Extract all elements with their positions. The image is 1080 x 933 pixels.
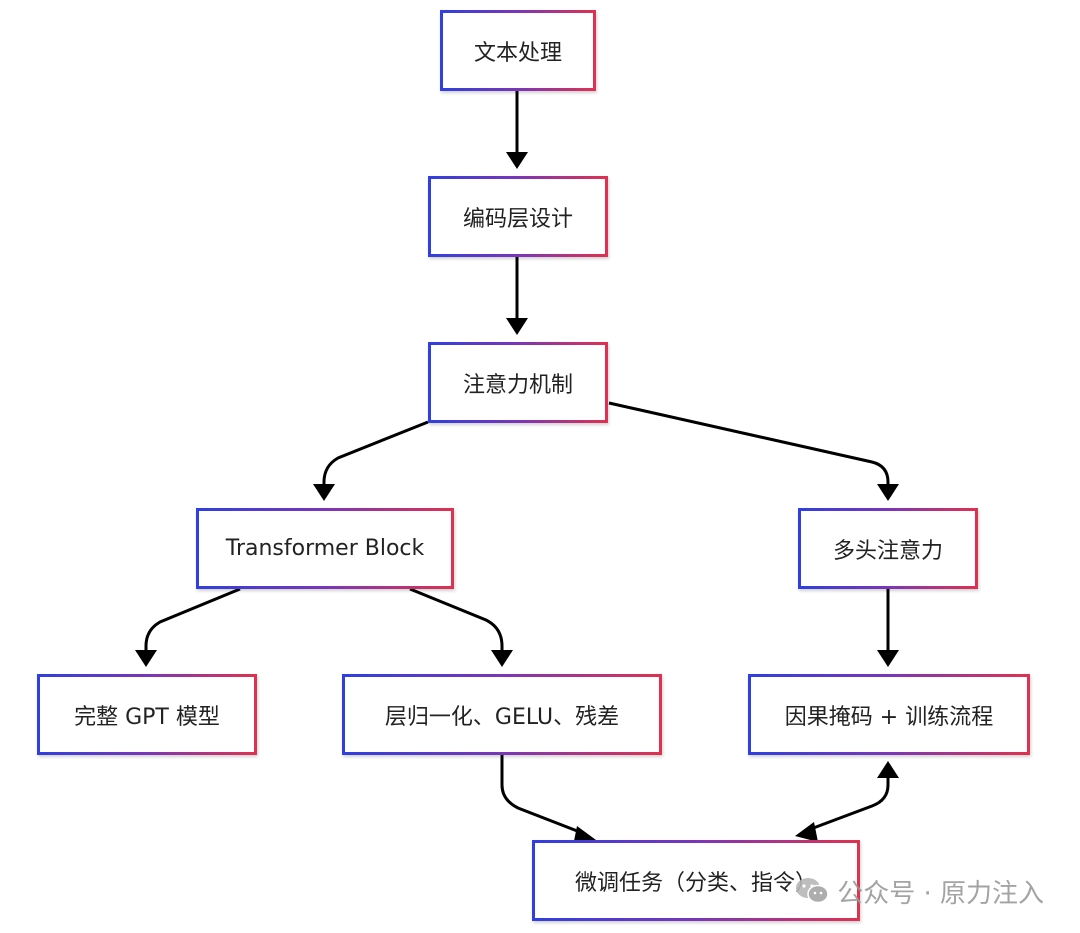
node-label: 完整 GPT 模型 <box>74 704 220 730</box>
node-label: 微调任务（分类、指令） <box>574 870 817 896</box>
edge-attention-to-transformer-block <box>322 420 429 490</box>
node-label: Transformer Block <box>225 536 425 561</box>
node-attention-mechanism: 注意力机制 <box>428 342 608 423</box>
node-fine-tuning-tasks: 微调任务（分类、指令） <box>532 840 860 921</box>
node-label: 因果掩码 + 训练流程 <box>784 704 994 730</box>
arrowhead <box>491 650 513 667</box>
node-multi-head-attention: 多头注意力 <box>798 508 978 589</box>
arrowhead <box>795 822 818 842</box>
node-label: 注意力机制 <box>462 372 573 398</box>
wechat-icon <box>795 877 829 905</box>
arrowhead <box>313 484 335 501</box>
watermark-text: 公众号 · 原力注入 <box>837 878 1044 909</box>
node-label: 层归一化、GELU、残差 <box>384 704 620 730</box>
arrowhead <box>135 650 157 667</box>
arrowhead <box>506 152 528 169</box>
arrowhead <box>877 484 899 501</box>
edge-causal-mask-to-fine-tuning <box>807 772 890 832</box>
watermark: 公众号 · 原力注入 <box>795 871 1044 911</box>
arrowhead <box>573 826 596 846</box>
node-text-processing: 文本处理 <box>440 10 596 91</box>
node-label: 多头注意力 <box>832 538 943 564</box>
node-layernorm-gelu-residual: 层归一化、GELU、残差 <box>342 674 662 755</box>
node-label: 编码层设计 <box>462 206 573 232</box>
arrowhead <box>877 761 899 778</box>
edge-transformer-to-full-gpt <box>144 587 241 656</box>
node-full-gpt-model: 完整 GPT 模型 <box>37 674 257 755</box>
node-transformer-block: Transformer Block <box>196 508 454 589</box>
edge-transformer-to-layernorm <box>409 587 504 656</box>
arrowhead <box>506 318 528 335</box>
node-label: 文本处理 <box>473 40 562 66</box>
node-causal-mask-training: 因果掩码 + 训练流程 <box>748 674 1030 755</box>
edge-attention-to-multi-head <box>608 401 890 490</box>
node-encoder-design: 编码层设计 <box>428 176 608 257</box>
edge-layernorm-to-fine-tuning <box>500 755 586 836</box>
arrowhead <box>877 650 899 667</box>
